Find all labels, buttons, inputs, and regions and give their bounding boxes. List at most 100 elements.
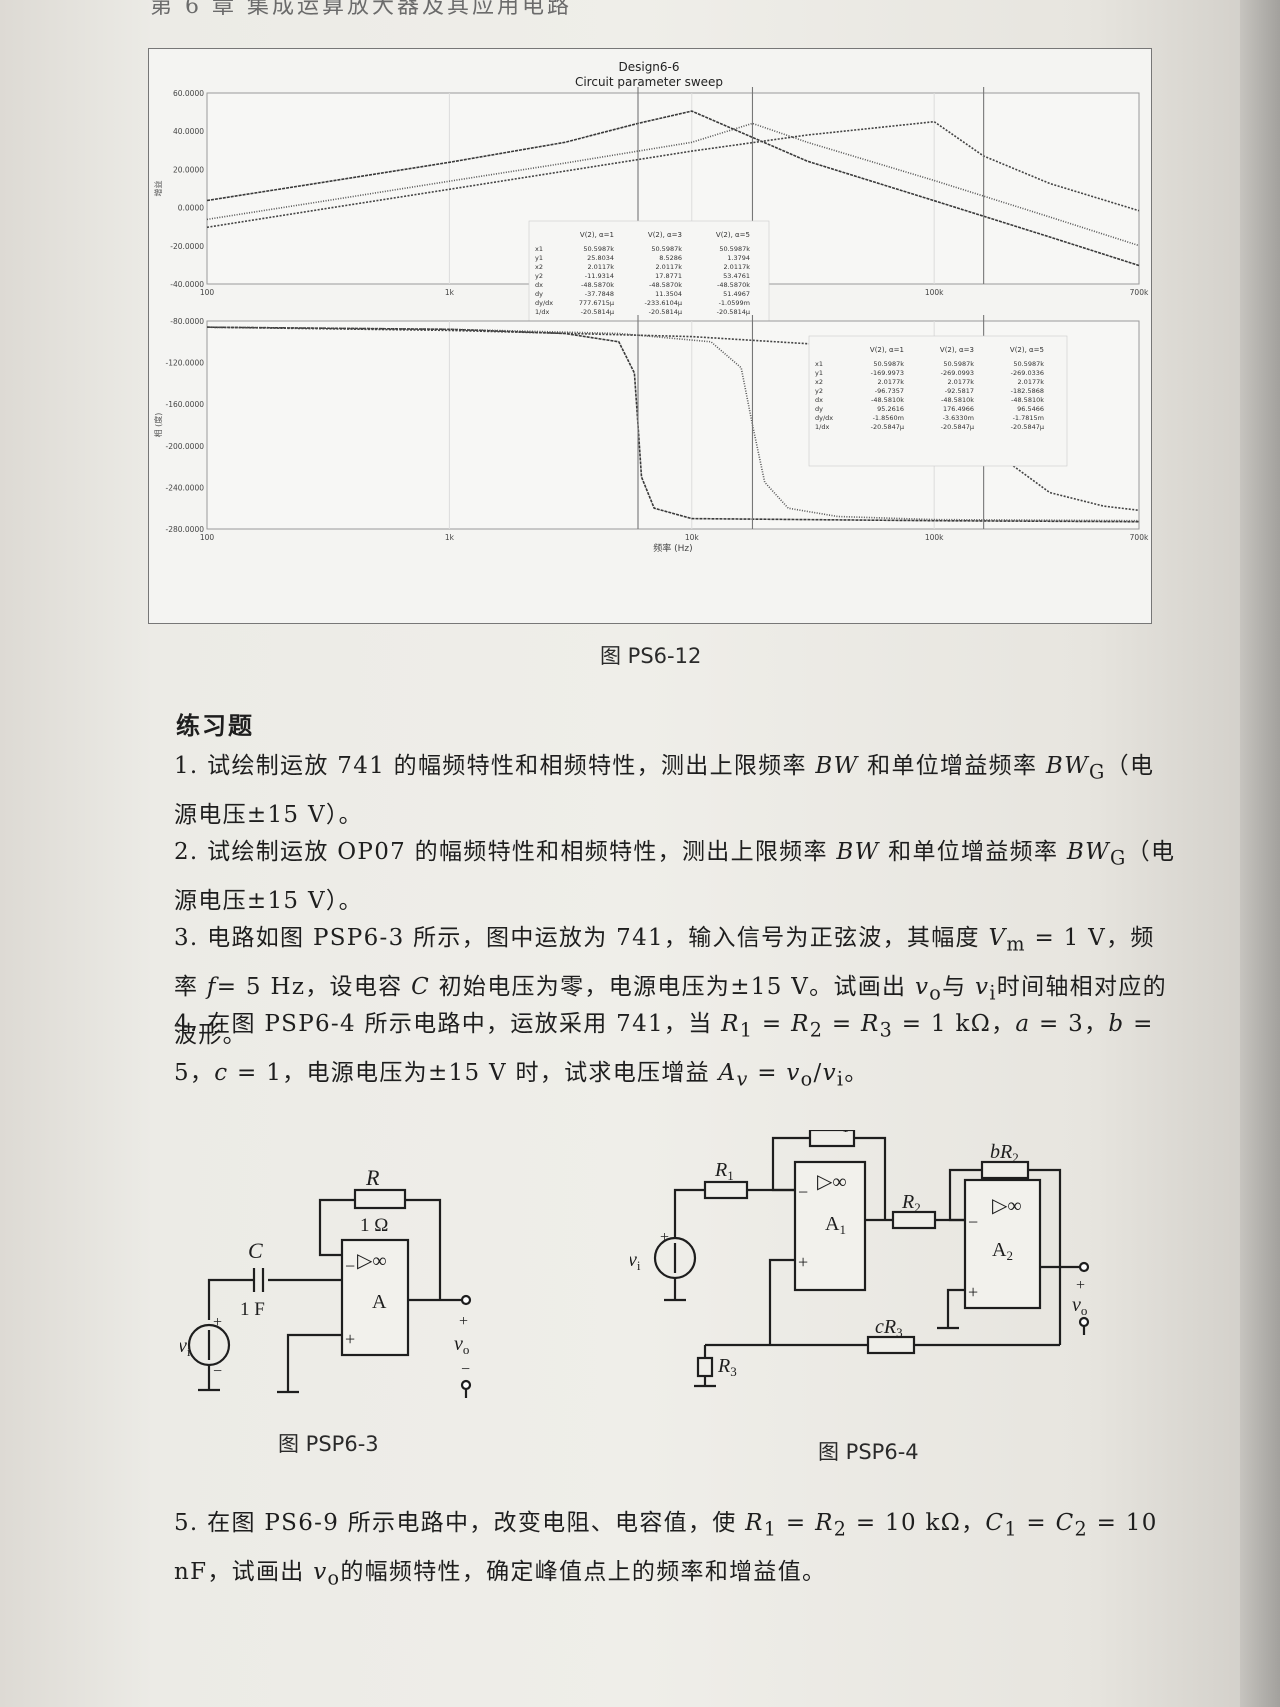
x-tick-label: 100k bbox=[925, 533, 944, 542]
x-tick-label: 100k bbox=[925, 288, 944, 297]
exercise-4-text: 4. 在图 PSP6-4 所示电路中，运放采用 741，当 R1 = R2 = … bbox=[174, 1011, 1154, 1091]
cursor-table-cell: -48.5810k bbox=[941, 396, 974, 404]
a1-label: A1 bbox=[825, 1213, 846, 1237]
y-tick-label: 60.0000 bbox=[173, 89, 204, 98]
cursor-table-cell: 50.5987k bbox=[943, 360, 974, 368]
y-tick-label: -40.0000 bbox=[170, 280, 204, 289]
figure-caption: 图 PS6-12 bbox=[600, 644, 702, 668]
series-line bbox=[206, 326, 1140, 523]
circuit-psp6-3: R 1 Ω C 1 F A ▷∞ − + + − vi + vo − bbox=[180, 1165, 472, 1398]
cursor-table-cell: -20.5847μ bbox=[1011, 423, 1044, 431]
cursor-table-cell: -20.5814μ bbox=[717, 308, 750, 316]
cursor-table-header: V(2), α=1 bbox=[580, 231, 614, 239]
cursor-table-cell: -48.5870k bbox=[717, 281, 750, 289]
y-tick-label: 20.0000 bbox=[173, 165, 204, 174]
cursor-table-header: V(2), α=3 bbox=[648, 231, 682, 239]
a1-symbol: ▷∞ bbox=[817, 1171, 847, 1193]
cursor-table-box bbox=[808, 335, 1068, 467]
page-edge-shadow bbox=[1240, 0, 1280, 1707]
amp-minus: − bbox=[345, 1256, 355, 1276]
cursor-table-cell: -11.9314 bbox=[585, 272, 614, 280]
cr3-label: cR3 bbox=[875, 1316, 903, 1340]
cursor-table-cell: 50.5987k bbox=[873, 360, 904, 368]
cursor-table-cell: -1.8560m bbox=[873, 414, 904, 422]
r1-label: R1 bbox=[714, 1159, 734, 1183]
cursor-table-cell: -20.5847μ bbox=[871, 423, 904, 431]
cursor-table-cell: -269.0993 bbox=[941, 369, 974, 377]
r2-label: R2 bbox=[901, 1191, 921, 1215]
c-value: 1 F bbox=[240, 1299, 265, 1320]
output-minus: − bbox=[461, 1361, 470, 1378]
output4-plus: + bbox=[1076, 1277, 1085, 1294]
source-plus: + bbox=[213, 1314, 222, 1331]
a1-plus: + bbox=[798, 1252, 808, 1272]
cursor-table-cell: 1.3794 bbox=[727, 254, 750, 262]
cursor-table-cell: -48.5810k bbox=[1011, 396, 1044, 404]
ar1-label: aR1 bbox=[820, 1130, 849, 1135]
cursor-table-cell: -96.7357 bbox=[875, 387, 904, 395]
input4-label: vi bbox=[630, 1249, 641, 1273]
r3-label: R3 bbox=[717, 1355, 737, 1379]
cursor-table-row-label: y1 bbox=[535, 254, 543, 262]
cursor-table-cell: -233.6104μ bbox=[645, 299, 683, 307]
exercise-2: 2. 试绘制运放 OP07 的幅频特性和相频特性，测出上限频率 BW 和单位增益… bbox=[118, 831, 1178, 923]
cursor-table-row-label: 1/dx bbox=[815, 423, 829, 431]
cursor-table-row-label: y2 bbox=[815, 387, 823, 395]
cursor-table-cell: 8.5286 bbox=[659, 254, 682, 262]
x-tick-label: 10k bbox=[685, 533, 700, 542]
y-tick-label: -240.0000 bbox=[166, 483, 205, 492]
x-tick-label: 1k bbox=[445, 288, 455, 297]
cursor-table-cell: -269.0336 bbox=[1011, 369, 1044, 377]
cursor-table-row-label: x1 bbox=[535, 245, 543, 253]
cursor-table-cell: 777.6715μ bbox=[579, 299, 614, 307]
input-label: vi bbox=[180, 1335, 191, 1359]
cursor-table-header: V(2), α=5 bbox=[716, 231, 750, 239]
exercises-title: 练习题 bbox=[176, 712, 254, 740]
amp-plus: + bbox=[345, 1329, 355, 1349]
cursor-table-row-label: dx bbox=[535, 281, 543, 289]
chart-title: Design6-6 bbox=[618, 60, 679, 74]
running-header: 第 6 章 集成运算放大器及其应用电路 bbox=[150, 0, 572, 18]
phase-plot: -80.0000-120.0000-160.0000-200.0000-240.… bbox=[153, 315, 1149, 554]
r-value: 1 Ω bbox=[360, 1215, 388, 1236]
exercise-5-text: 5. 在图 PS6-9 所示电路中，改变电阻、电容值，使 R1 = R2 = 1… bbox=[174, 1510, 1158, 1590]
source4-plus: + bbox=[660, 1229, 669, 1246]
cursor-table-cell: -48.5870k bbox=[581, 281, 614, 289]
amp-label: A bbox=[372, 1291, 387, 1313]
cursor-table-cell: -20.5847μ bbox=[941, 423, 974, 431]
x-tick-label: 700k bbox=[1130, 288, 1149, 297]
cursor-table-header: V(2), α=3 bbox=[940, 346, 974, 354]
cursor-table-cell: 53.4761 bbox=[723, 272, 750, 280]
x-tick-label: 1k bbox=[445, 533, 455, 542]
output-plus: + bbox=[459, 1313, 468, 1330]
exercise-1-text: 1. 试绘制运放 741 的幅频特性和相频特性，测出上限频率 BW 和单位增益频… bbox=[174, 753, 1155, 828]
cursor-table-row-label: x2 bbox=[535, 263, 543, 271]
y-tick-label: -200.0000 bbox=[166, 442, 205, 451]
a2-plus: + bbox=[968, 1282, 978, 1302]
cursor-table-row-label: dy/dx bbox=[535, 299, 553, 307]
circuit-psp6-4: aR1 R1 R2 bR2 cR3 R3 ▷∞ A1 − + ▷∞ A2 − +… bbox=[630, 1130, 1090, 1388]
exercise-1: 1. 试绘制运放 741 的幅频特性和相频特性，测出上限频率 BW 和单位增益频… bbox=[118, 745, 1178, 837]
cursor-table-row-label: dy bbox=[535, 290, 543, 298]
a1-minus: − bbox=[798, 1182, 808, 1202]
cursor-table-cell: 11.3504 bbox=[655, 290, 682, 298]
series-line bbox=[206, 110, 1140, 267]
exercise-3: 3. 电路如图 PSP6-3 所示，图中运放为 741，输入信号为正弦波，其幅度… bbox=[118, 917, 1178, 1057]
cursor-table-cell: 17.8771 bbox=[655, 272, 682, 280]
c-label: C bbox=[248, 1238, 263, 1263]
cursor-table-cell: -169.9973 bbox=[871, 369, 904, 377]
cursor-table-cell: 2.0117k bbox=[655, 263, 682, 271]
cursor-table-cell: -3.6330m bbox=[943, 414, 974, 422]
y-tick-label: -80.0000 bbox=[170, 317, 204, 326]
exercise-3-text: 3. 电路如图 PSP6-3 所示，图中运放为 741，输入信号为正弦波，其幅度… bbox=[174, 925, 1167, 1049]
cursor-table-cell: 50.5987k bbox=[719, 245, 750, 253]
y-axis-label: 相 (度) bbox=[153, 413, 163, 438]
cursor-table-cell: 2.0177k bbox=[877, 378, 904, 386]
cursor-table-cell: -48.5810k bbox=[871, 396, 904, 404]
cursor-table-row-label: dy bbox=[815, 405, 823, 413]
br2-label: bR2 bbox=[990, 1141, 1019, 1165]
cursor-table-cell: 50.5987k bbox=[583, 245, 614, 253]
